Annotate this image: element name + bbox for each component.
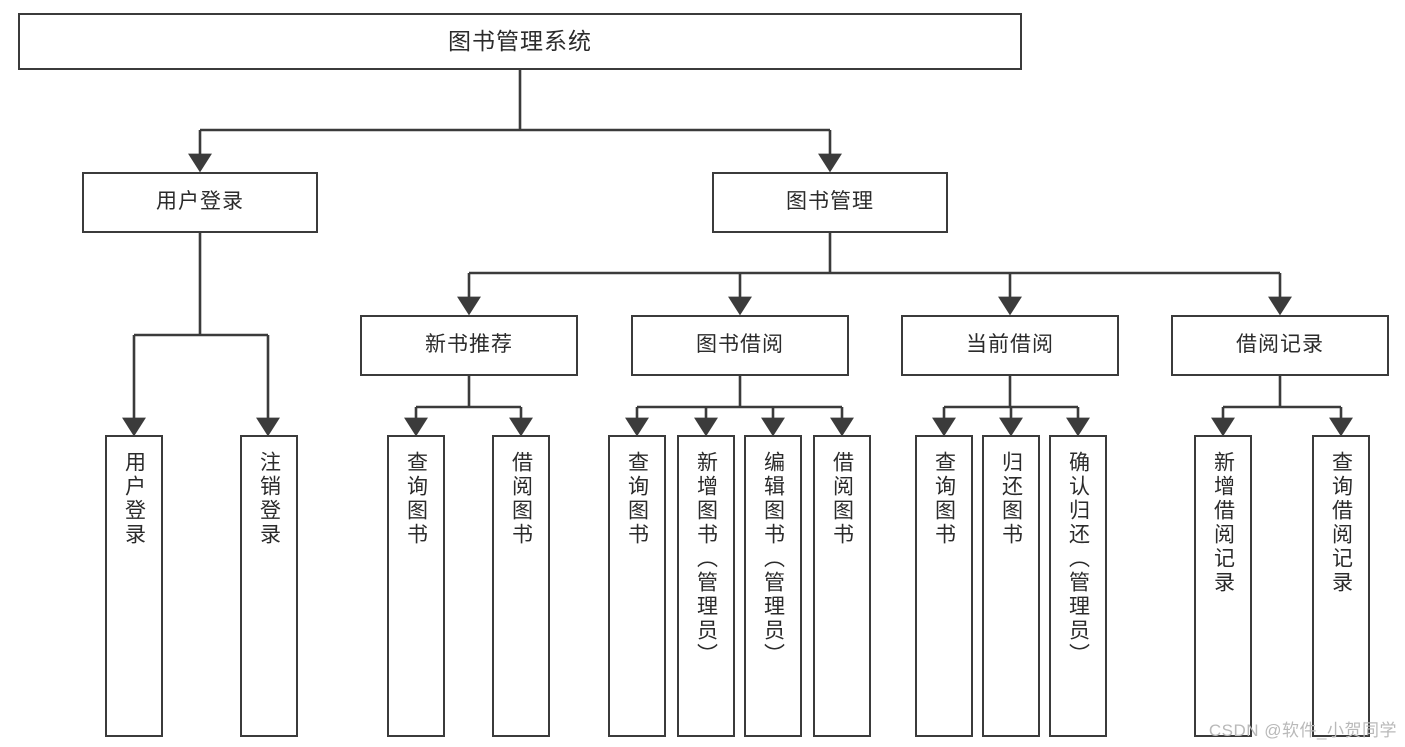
node-label: 编辑图书（管理员） <box>761 451 785 667</box>
node-leaf-query-book-recommend[interactable]: 查询图书 <box>387 435 445 737</box>
node-label: 图书借阅 <box>696 333 784 357</box>
node-label: 查询借阅记录 <box>1329 451 1353 595</box>
node-label: 查询图书 <box>625 451 649 547</box>
csdn-watermark: CSDN @软件_小贺同学 <box>1208 721 1397 740</box>
node-borrow-record[interactable]: 借阅记录 <box>1171 315 1389 376</box>
node-book-borrow[interactable]: 图书借阅 <box>631 315 849 376</box>
node-leaf-return-book[interactable]: 归还图书 <box>982 435 1040 737</box>
node-label: 查询图书 <box>932 451 956 547</box>
node-label: 查询图书 <box>404 451 428 547</box>
node-label: 新增图书（管理员） <box>694 451 718 667</box>
node-leaf-add-book-admin[interactable]: 新增图书（管理员） <box>677 435 735 737</box>
node-leaf-query-borrow-record[interactable]: 查询借阅记录 <box>1312 435 1370 737</box>
node-label: 图书管理 <box>786 190 874 214</box>
node-label: 新增借阅记录 <box>1211 451 1235 595</box>
node-label: 借阅记录 <box>1236 333 1324 357</box>
node-label: 用户登录 <box>156 190 244 214</box>
node-leaf-query-book-current[interactable]: 查询图书 <box>915 435 973 737</box>
node-leaf-user-login[interactable]: 用户登录 <box>105 435 163 737</box>
node-root-book-management-system[interactable]: 图书管理系统 <box>18 13 1022 70</box>
node-label: 借阅图书 <box>830 451 854 547</box>
node-leaf-add-borrow-record[interactable]: 新增借阅记录 <box>1194 435 1252 737</box>
node-label: 注销登录 <box>257 451 281 547</box>
node-label: 用户登录 <box>122 451 146 547</box>
node-label: 当前借阅 <box>966 333 1054 357</box>
node-new-book-recommend[interactable]: 新书推荐 <box>360 315 578 376</box>
node-label: 确认归还（管理员） <box>1066 451 1090 667</box>
node-leaf-borrow-book-recommend[interactable]: 借阅图书 <box>492 435 550 737</box>
node-label: 归还图书 <box>999 451 1023 547</box>
node-current-borrow[interactable]: 当前借阅 <box>901 315 1119 376</box>
node-book-management[interactable]: 图书管理 <box>712 172 948 233</box>
node-leaf-borrow-book-borrow[interactable]: 借阅图书 <box>813 435 871 737</box>
node-leaf-edit-book-admin[interactable]: 编辑图书（管理员） <box>744 435 802 737</box>
node-leaf-logout-login[interactable]: 注销登录 <box>240 435 298 737</box>
node-label: 图书管理系统 <box>448 28 592 55</box>
node-label: 借阅图书 <box>509 451 533 547</box>
node-user-login[interactable]: 用户登录 <box>82 172 318 233</box>
node-leaf-confirm-return-admin[interactable]: 确认归还（管理员） <box>1049 435 1107 737</box>
node-label: 新书推荐 <box>425 333 513 357</box>
node-leaf-query-book-borrow[interactable]: 查询图书 <box>608 435 666 737</box>
